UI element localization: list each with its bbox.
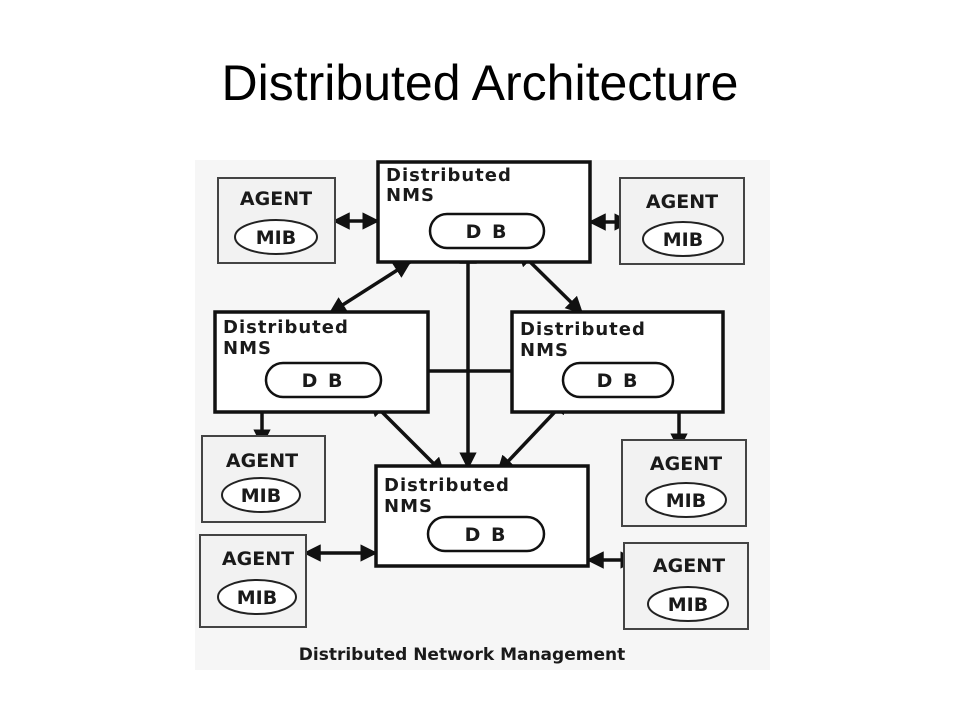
- mib-label: MIB: [237, 587, 277, 609]
- mib-label: MIB: [668, 594, 708, 616]
- nms-label-line2: NMS: [520, 340, 569, 361]
- nms-box-right: Distributed NMS D B: [510, 310, 725, 414]
- db-pill: [561, 361, 675, 399]
- mib-label: MIB: [241, 485, 281, 507]
- agent-box-bottom-right: AGENT MIB: [623, 542, 749, 630]
- agent-label: AGENT: [240, 188, 312, 210]
- mib-oval: [234, 219, 318, 255]
- db-pill: [426, 515, 546, 553]
- nms-label-line1: Distributed: [386, 165, 512, 186]
- slide-title: Distributed Architecture: [221, 55, 739, 111]
- nms-box-bottom: Distributed NMS D B: [374, 464, 590, 568]
- mib-label: MIB: [256, 227, 296, 249]
- db-label: D B: [302, 370, 345, 392]
- agent-box-mid-right: AGENT MIB: [621, 439, 747, 527]
- mib-label: MIB: [663, 229, 703, 251]
- mib-oval: [645, 482, 727, 518]
- mib-oval: [221, 477, 301, 513]
- mib-oval: [647, 586, 729, 622]
- nms-label-line1: Distributed: [520, 319, 646, 340]
- db-label: D B: [466, 221, 509, 243]
- mib-label: MIB: [666, 490, 706, 512]
- agent-box-mid-left: AGENT MIB: [201, 435, 326, 523]
- mib-oval: [642, 221, 724, 257]
- diagram-caption: Distributed Network Management: [299, 645, 625, 665]
- agent-box-top-right: AGENT MIB: [619, 177, 745, 265]
- agent-box-top-left: AGENT MIB: [217, 177, 336, 264]
- mib-oval: [217, 579, 297, 615]
- nms-label-line2: NMS: [384, 496, 433, 517]
- nms-box-left: Distributed NMS D B: [213, 310, 430, 414]
- agent-label: AGENT: [222, 548, 294, 570]
- nms-box-top: Distributed NMS D B: [376, 160, 592, 264]
- agent-label: AGENT: [646, 191, 718, 213]
- db-label: D B: [597, 370, 640, 392]
- arrow-nms-top-to-nms-left: [328, 260, 412, 315]
- agent-label: AGENT: [650, 453, 722, 475]
- agent-label: AGENT: [226, 450, 298, 472]
- agent-label: AGENT: [653, 555, 725, 577]
- nms-label-line1: Distributed: [384, 475, 510, 496]
- nms-label-line1: Distributed: [223, 317, 349, 338]
- nms-label-line2: NMS: [386, 185, 435, 206]
- db-pill: [428, 212, 546, 250]
- agent-box-bottom-left: AGENT MIB: [199, 534, 307, 628]
- nms-label-line2: NMS: [223, 338, 272, 359]
- db-label: D B: [465, 524, 508, 546]
- db-pill: [264, 361, 383, 399]
